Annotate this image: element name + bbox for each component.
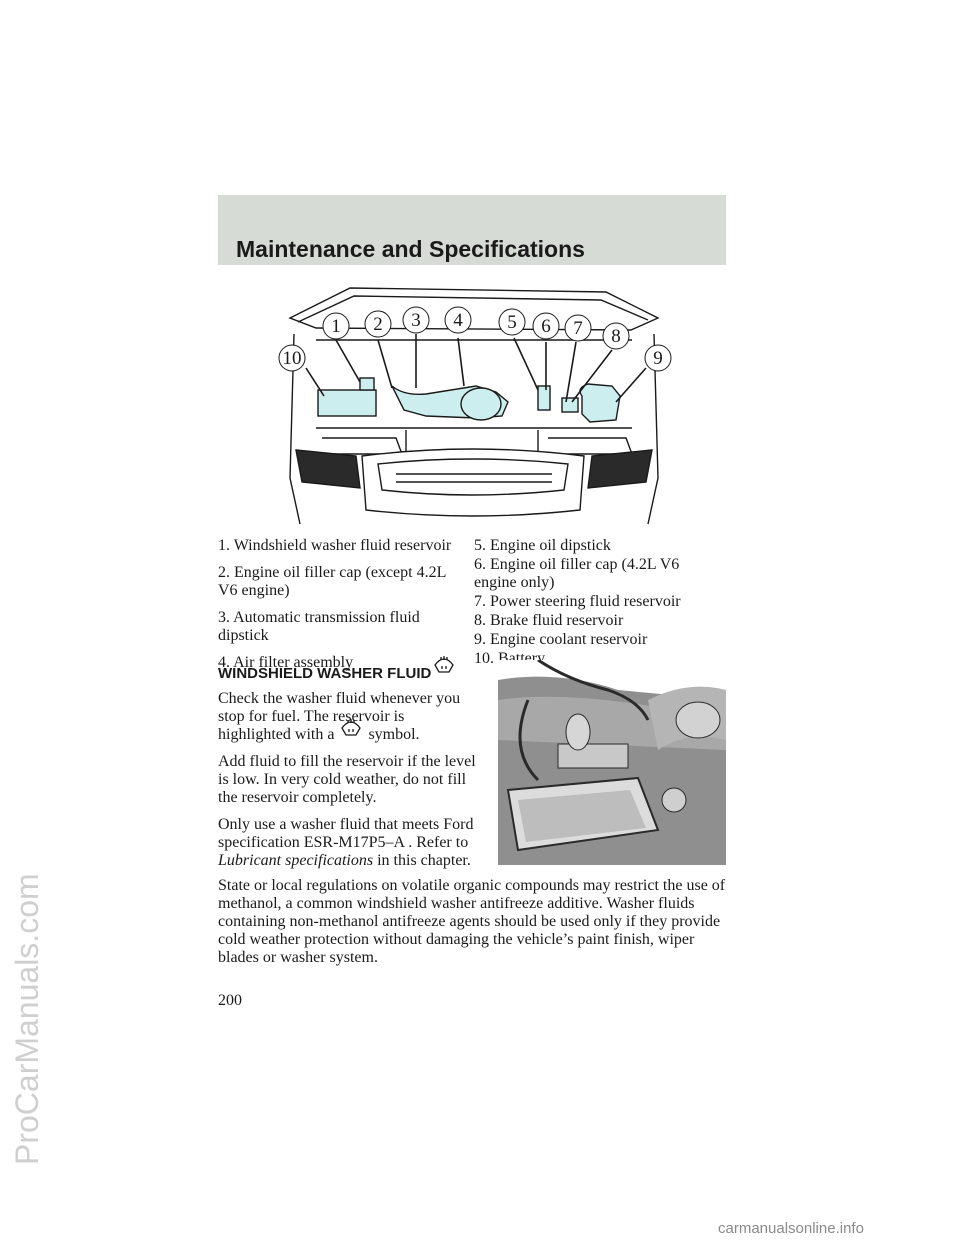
page-number: 200 [218, 992, 242, 1009]
legend-left-column: 1. Windshield washer fluid reservoir 2. … [218, 537, 468, 681]
callout-5: 5 [507, 312, 517, 333]
washer-paragraph-2: Add fluid to fill the reservoir if the l… [218, 753, 476, 806]
washer-fluid-heading: WINDSHIELD WASHER FLUID [218, 655, 455, 682]
callout-9: 9 [653, 348, 663, 369]
methanol-regulation-paragraph: State or local regulations on volatile o… [218, 877, 728, 967]
washer-paragraph-3: Only use a washer fluid that meets Ford … [218, 816, 480, 870]
p3-text: Only use a washer fluid that meets Ford … [218, 816, 474, 851]
legend-item: 6. Engine oil filler cap (4.2L V6 engine… [474, 556, 680, 591]
callout-2: 2 [373, 314, 383, 335]
legend-item: 1. Windshield washer fluid reservoir [218, 537, 452, 554]
callout-7: 7 [573, 318, 583, 339]
legend-item: 7. Power steering fluid reservoir [474, 593, 681, 610]
section-title: Maintenance and Specifications [236, 236, 585, 262]
callout-1: 1 [331, 316, 341, 337]
legend-item: 8. Brake fluid reservoir [474, 612, 624, 629]
legend-item: 5. Engine oil dipstick [474, 537, 611, 554]
washer-paragraph-1: Check the washer fluid whenever you stop… [218, 690, 480, 744]
washer-paragraph-4: State or local regulations on volatile o… [218, 877, 726, 966]
battery-part [317, 389, 377, 417]
watermark: ProCarManuals.com [2, 475, 50, 1165]
callout-10: 10 [283, 348, 302, 369]
washer-reservoir-photo [498, 660, 726, 865]
washer-fluid-icon [433, 655, 455, 679]
washer-fluid-text-column: Check the washer fluid whenever you stop… [218, 690, 480, 879]
footer-watermark: carmanualsonline.info [718, 1220, 864, 1237]
legend-item: 9. Engine coolant reservoir [474, 631, 648, 648]
legend-right-column: 5. Engine oil dipstick 6. Engine oil fil… [474, 537, 724, 669]
p3-text-end: in this chapter. [377, 852, 471, 869]
section-header-band [218, 195, 726, 265]
legend-item: 4. Air filter assembly [218, 654, 354, 671]
callout-3: 3 [411, 310, 421, 331]
callout-6: 6 [541, 316, 551, 337]
p1-text: Check the washer fluid whenever you stop… [218, 690, 461, 743]
lubricant-specifications-reference: Lubricant specifications [218, 852, 374, 869]
washer-fluid-heading-text: WINDSHIELD WASHER FLUID [218, 665, 432, 682]
engine-compartment-figure: 10 1 2 3 4 5 6 7 8 9 [276, 278, 672, 528]
callout-4: 4 [453, 310, 463, 331]
watermark-text: ProCarManuals.com [9, 873, 45, 1165]
legend-item: 3. Automatic transmission fluid dipstick [218, 609, 420, 644]
p1-text-end: symbol. [368, 726, 420, 743]
legend-item: 2. Engine oil filler cap (except 4.2L V6… [218, 564, 446, 599]
callout-8: 8 [611, 326, 621, 347]
washer-fluid-icon [340, 718, 362, 743]
